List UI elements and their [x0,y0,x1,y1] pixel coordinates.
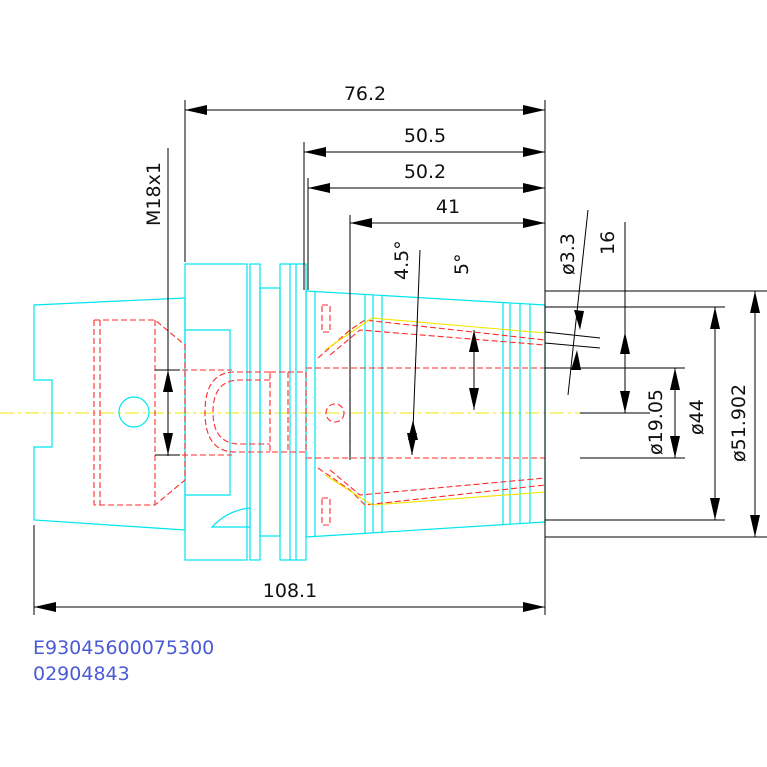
part-code-line2: 02904843 [33,663,130,685]
hidden-lines [93,304,546,526]
dia-51-902-label: ø51.902 [728,384,750,462]
tool-outline [33,263,546,561]
angle-4-5-label: 4.5° [391,240,413,280]
dim-16-label: 16 [597,231,619,255]
part-code-line1: E93045600075300 [33,637,214,659]
collet-lines [324,317,546,506]
dim-108-1: 108.1 [263,580,317,602]
dimension-lines [33,100,767,615]
dim-41: 41 [436,196,460,218]
dia-3-3-label: ø3.3 [557,233,579,275]
dim-50-2: 50.2 [404,161,446,183]
dim-76-2: 76.2 [344,83,386,105]
dia-19-05-label: ø19.05 [645,389,667,455]
angle-5-label: 5° [451,253,473,275]
dim-50-5: 50.5 [404,125,446,147]
thread-label: M18x1 [143,162,165,226]
dia-44-label: ø44 [686,399,708,435]
